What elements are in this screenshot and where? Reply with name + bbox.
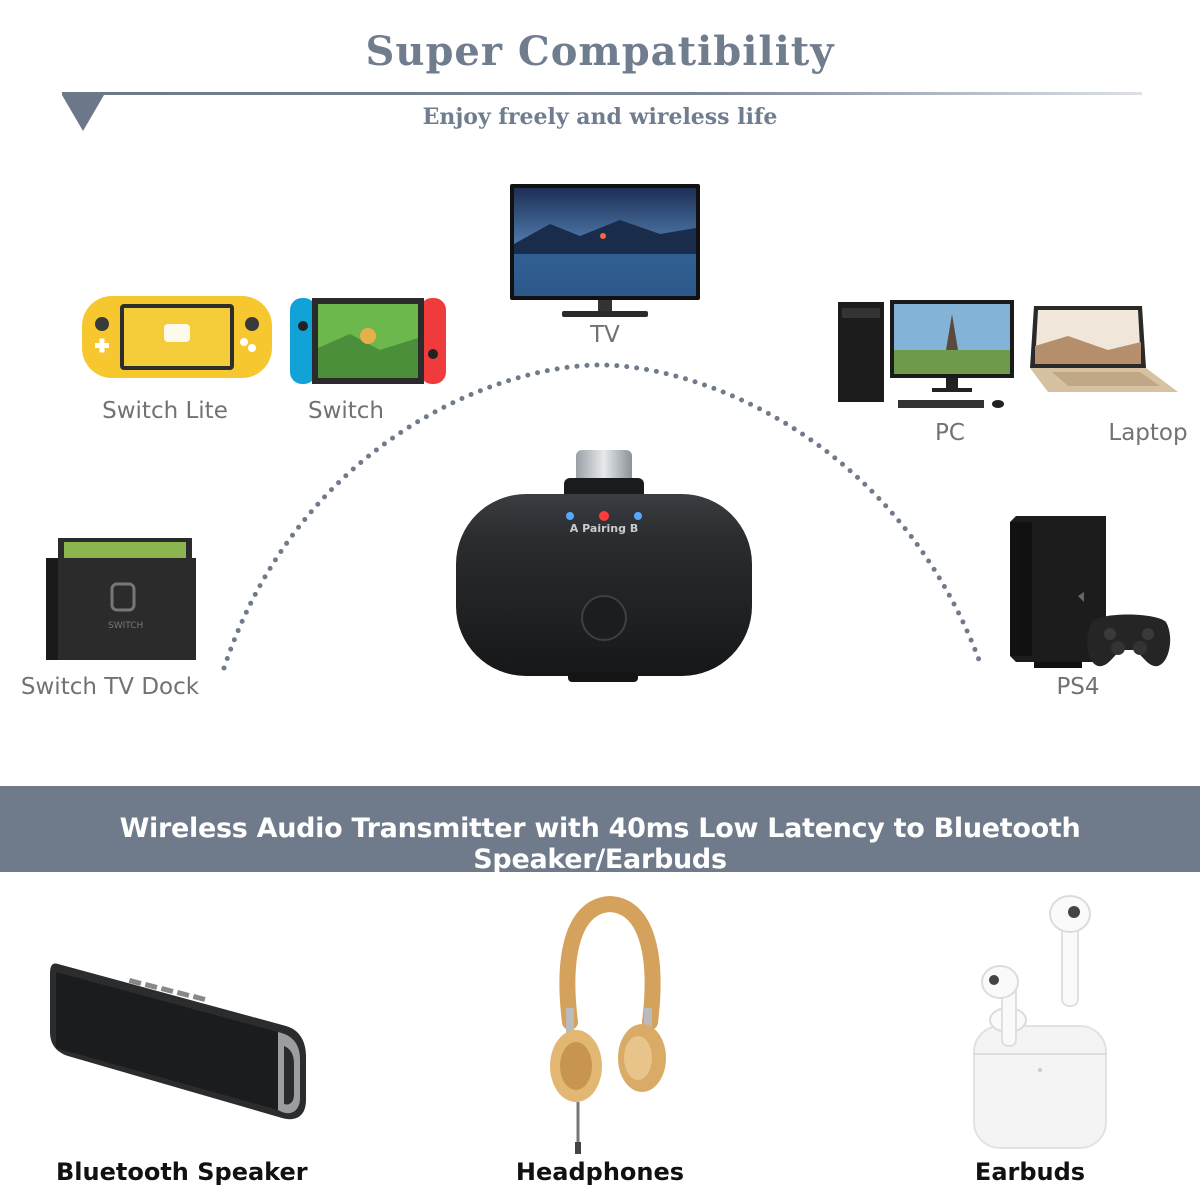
label-ps4: PS4 [1056, 674, 1100, 700]
header-divider [62, 92, 1142, 95]
label-switch-lite: Switch Lite [102, 398, 228, 424]
header-triangle [62, 95, 104, 131]
bluetooth-speaker-image [50, 963, 306, 1120]
ps4-image [1010, 516, 1171, 668]
label-switch-tv-dock: Switch TV Dock [20, 674, 200, 700]
label-bluetooth-speaker: Bluetooth Speaker [56, 1158, 308, 1186]
label-laptop: Laptop [1108, 420, 1188, 446]
svg-text:SWITCH: SWITCH [108, 621, 143, 631]
transmitter-body [456, 450, 752, 682]
page-subtitle: Enjoy freely and wireless life [422, 104, 778, 130]
switch-dock-image: SWITCH [46, 538, 196, 660]
page-title: Super Compatibility [365, 28, 835, 75]
label-headphones: Headphones [515, 1158, 685, 1186]
transmitter-device: A Pairing B [456, 448, 752, 684]
label-earbuds: Earbuds [974, 1158, 1086, 1186]
switch-image [290, 298, 446, 384]
pc-image [838, 300, 1014, 408]
feature-banner [0, 786, 1200, 872]
laptop-image [1030, 306, 1178, 392]
feature-banner-text: Wireless Audio Transmitter with 40ms Low… [119, 813, 1081, 875]
label-pc: PC [935, 420, 965, 446]
label-tv: TV [590, 322, 620, 348]
earbuds-image [973, 895, 1107, 1149]
headphones-image [550, 895, 666, 1154]
switch-lite-image [82, 296, 272, 378]
tv-image [510, 184, 700, 317]
label-switch: Switch [307, 398, 385, 424]
pairing-led-label: A Pairing B [569, 522, 639, 535]
